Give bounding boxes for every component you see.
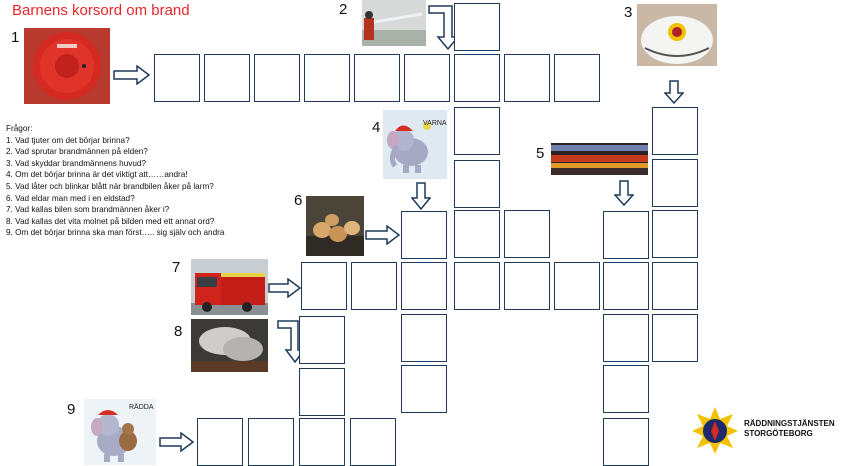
fire-truck-lights-image	[551, 143, 648, 175]
elephant-rescue-image: RÄDDA	[84, 399, 156, 465]
crossword-cell[interactable]	[454, 210, 500, 258]
crossword-cell[interactable]	[401, 365, 447, 413]
question-3: 3. Vad skyddar brandmännens huvud?	[6, 158, 147, 168]
firewood-image	[306, 196, 364, 256]
crossword-cell[interactable]	[603, 262, 649, 310]
crossword-cell[interactable]	[299, 368, 345, 416]
crossword-cell[interactable]	[401, 262, 447, 310]
question-7: 7. Vad kallas bilen som brandmännen åker…	[6, 205, 170, 215]
crossword-cell[interactable]	[304, 54, 350, 102]
smoke-detector-image	[24, 28, 110, 104]
page-title: Barnens korsord om brand	[12, 2, 190, 19]
question-2: 2. Vad sprutar brandmännen på elden?	[6, 147, 148, 157]
crossword-cell[interactable]	[401, 314, 447, 362]
crossword-cell[interactable]	[197, 418, 243, 466]
arrow-down-3-icon	[664, 80, 684, 104]
crossword-cell[interactable]	[652, 107, 698, 155]
clue-number-4: 4	[372, 119, 381, 136]
arrow-bent-down-8-icon	[277, 320, 306, 364]
fire-truck-image	[191, 259, 268, 315]
clue-number-2: 2	[339, 1, 348, 18]
clue-number-8: 8	[174, 323, 183, 340]
clue-number-6: 6	[294, 192, 303, 209]
rescue-label: RÄDDA	[129, 404, 154, 411]
logo-line-2: STORGÖTEBORG	[744, 429, 813, 438]
crossword-cell[interactable]	[254, 54, 300, 102]
crossword-cell[interactable]	[454, 262, 500, 310]
arrow-bent-down-2-icon	[428, 5, 460, 51]
crossword-cell[interactable]	[354, 54, 400, 102]
clue-number-3: 3	[624, 4, 633, 21]
crossword-cell[interactable]	[401, 211, 447, 259]
crossword-cell[interactable]	[504, 262, 550, 310]
questions-heading: Frågor:	[6, 124, 33, 133]
crossword-cell[interactable]	[454, 3, 500, 51]
crossword-cell[interactable]	[299, 418, 345, 466]
crossword-cell[interactable]	[454, 54, 500, 102]
crossword-cell[interactable]	[603, 211, 649, 259]
crossword-cell[interactable]	[350, 418, 396, 466]
warn-label: VARNA	[423, 120, 447, 127]
crossword-cell[interactable]	[603, 365, 649, 413]
arrow-right-9-icon	[159, 432, 195, 452]
crossword-cell[interactable]	[204, 54, 250, 102]
arrow-right-1-icon	[113, 65, 151, 85]
arrow-right-6-icon	[365, 225, 401, 245]
questions-list: Frågor: 1. Vad tjuter om det börjar brin…	[6, 123, 224, 239]
question-8: 8. Vad kallas det vita molnet på bilden …	[6, 216, 215, 226]
crossword-cell[interactable]	[652, 262, 698, 310]
clue-number-9: 9	[67, 401, 76, 418]
arrow-down-4-icon	[411, 182, 431, 210]
crossword-cell[interactable]	[652, 210, 698, 258]
crossword-cell[interactable]	[504, 54, 550, 102]
arrow-right-7-icon	[268, 278, 302, 298]
crossword-cell[interactable]	[454, 107, 500, 155]
clue-number-5: 5	[536, 145, 545, 162]
smoke-image	[191, 319, 268, 372]
crossword-cell[interactable]	[652, 159, 698, 207]
crossword-cell[interactable]	[554, 262, 600, 310]
crossword-cell[interactable]	[454, 160, 500, 208]
question-1: 1. Vad tjuter om det börjar brinna?	[6, 135, 130, 145]
crossword-cell[interactable]	[351, 262, 397, 310]
clue-number-1: 1	[11, 29, 20, 46]
elephant-warn-image: VARNA	[383, 110, 447, 179]
crossword-cell[interactable]	[652, 314, 698, 362]
crossword-cell[interactable]	[301, 262, 347, 310]
crossword-cell[interactable]	[404, 54, 450, 102]
crossword-cell[interactable]	[248, 418, 294, 466]
question-9: 9. Om det börjar brinna ska man först…..…	[6, 228, 225, 238]
crossword-cell[interactable]	[554, 54, 600, 102]
organization-logo: RÄDDNINGSTJÄNSTEN STORGÖTEBORG	[690, 405, 840, 455]
arrow-down-5-icon	[614, 180, 634, 206]
crossword-cell[interactable]	[154, 54, 200, 102]
crossword-cell[interactable]	[299, 316, 345, 364]
rescue-service-emblem-icon	[692, 407, 738, 454]
clue-number-7: 7	[172, 259, 181, 276]
crossword-cell[interactable]	[603, 418, 649, 466]
question-4: 4. Om det börjar brinna är det viktigt a…	[6, 170, 188, 180]
question-6: 6. Vad eldar man med i en eldstad?	[6, 193, 135, 203]
crossword-cell[interactable]	[504, 210, 550, 258]
firefighter-hose-image	[362, 0, 426, 46]
logo-line-1: RÄDDNINGSTJÄNSTEN	[744, 419, 835, 428]
crossword-cell[interactable]	[603, 314, 649, 362]
fire-helmet-image	[637, 4, 717, 66]
question-5: 5. Vad låter och blinkar blått när brand…	[6, 181, 214, 191]
